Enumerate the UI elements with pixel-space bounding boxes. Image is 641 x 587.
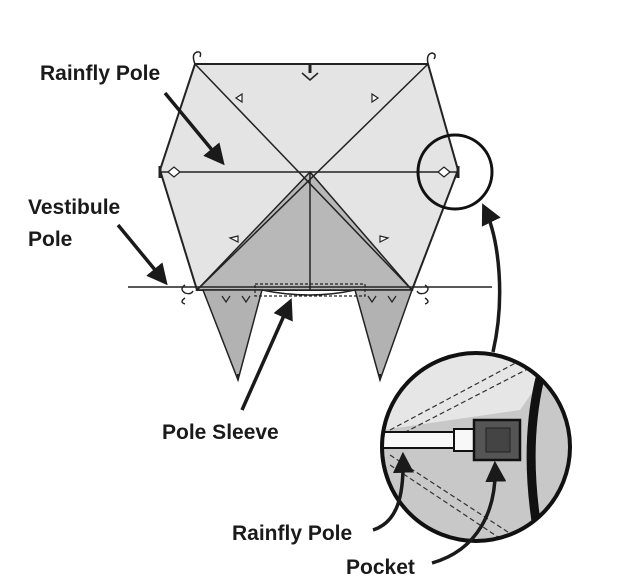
pole-sleeve-arrow — [240, 298, 293, 411]
detail-dash-line — [389, 353, 541, 431]
detail-highlight-circle — [416, 133, 494, 211]
detail-link-arrow — [481, 203, 502, 353]
rainfly-pole-arrow — [163, 91, 225, 166]
rainfly — [128, 51, 492, 383]
rainfly-pole-diagonal-2 — [196, 63, 429, 291]
detail-pole-arrow — [372, 451, 414, 532]
rainfly-pole-diagonal-1 — [194, 63, 413, 291]
clip-icon — [228, 235, 390, 243]
vestibule-pole-arrow — [116, 223, 168, 286]
corner-hook-icon — [192, 51, 202, 65]
label-rainfly-pole: Rainfly Pole — [40, 62, 160, 85]
side-hook-icon — [416, 284, 429, 305]
door-edge — [261, 289, 356, 296]
stake-icon — [237, 374, 381, 380]
diamond-clip-icon — [167, 166, 451, 178]
detail-pole-ferrule — [453, 428, 475, 452]
label-pole-sleeve: Pole Sleeve — [162, 421, 279, 444]
side-hook-icon — [181, 284, 194, 305]
label-vestibule-pole-line2: Pole — [28, 228, 72, 251]
front-panel — [195, 170, 414, 291]
detail-border — [380, 351, 572, 543]
detail-pocket-arrow — [431, 460, 507, 565]
top-tab-icon — [301, 72, 319, 81]
detail-dash-line — [389, 464, 511, 541]
detail-view — [380, 351, 572, 543]
clip-icon — [221, 295, 397, 304]
corner-hook-icon — [426, 52, 436, 65]
vestibule-right — [354, 289, 414, 383]
pole-sleeve-outline — [254, 283, 366, 297]
detail-pocket-inner — [485, 427, 511, 453]
detail-dash-line — [389, 359, 546, 441]
detail-pole — [382, 431, 455, 449]
label-detail-rainfly-pole: Rainfly Pole — [232, 522, 352, 545]
vestibule-left — [201, 289, 263, 383]
label-detail-pocket: Pocket — [346, 556, 415, 579]
label-vestibule-pole-line1: Vestibule — [28, 196, 120, 219]
clip-icon — [234, 92, 380, 104]
